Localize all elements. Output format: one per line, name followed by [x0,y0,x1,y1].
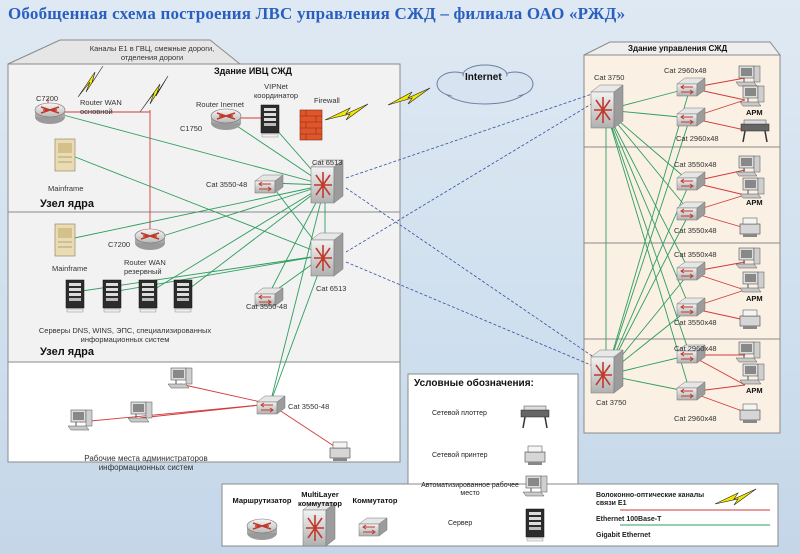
cat3550-4-label: Cat 3550x48 [674,318,717,327]
cat6513-top-label: Cat 6513 [312,158,343,167]
legend-router: Маршрутизатор [232,496,292,505]
core-node-2-label: Узел ядра [40,346,95,358]
cat3750-top-label: Cat 3750 [594,73,625,82]
cat3550-3-label: Cat 3550x48 [674,250,717,259]
internet-label: Internet [465,72,502,83]
arm-label-2: АРМ [746,198,763,207]
arm-label-4: АРМ [746,386,763,395]
cat6513-mid-label: Cat 6513 [316,284,347,293]
firewall-label: Firewall [314,96,340,105]
mainframe-top-label: Mainframe [48,184,84,193]
router-wan-reserve-label: Router WAN резервный [124,258,166,276]
cat2960-4-label: Cat 2960x48 [674,414,717,423]
legend-fiber: Волоконно-оптические каналы связи Е1 [596,492,705,507]
ivc-building-name: Здание ИВЦ СЖД [214,66,292,76]
cat3550-2-label: Cat 3550x48 [674,226,717,235]
cat2960-1-label: Cat 2960x48 [664,66,707,75]
cat2960-2-label: Cat 2960x48 [676,134,719,143]
legend-plotter: Сетевой плоттер [432,410,487,417]
e1-channels-label: Каналы Е1 в ГВЦ, смежные дороги, отделен… [89,44,215,62]
cat3550-mid-label: Cat 3550-48 [246,302,288,311]
vipnet-label: VIPNet координатор [253,82,299,100]
arm-label-1: АРМ [746,108,763,117]
admin-ws-label: Рабочие места администраторов информацио… [84,454,208,472]
page-title: Обобщенная схема построения ЛВС управлен… [8,4,626,23]
cat3550-bottom-label: Cat 3550-48 [288,402,330,411]
arm-label-3: АРМ [746,294,763,303]
legend-workstation: Автоматизированное рабочее место [421,482,519,497]
core-node-1-label: Узел ядра [40,198,95,210]
legend-printer: Сетевой принтер [432,452,488,459]
legend-title: Условные обозначения: [414,378,534,389]
router-wan-main-label: Router WAN основной [80,98,122,116]
cat3750-bottom-label: Cat 3750 [596,398,627,407]
servers-label: Серверы DNS, WINS, ЭПС, специализированн… [38,326,212,344]
legend-gigabit: Gigabit Ethernet [596,532,651,539]
c7200-top-label: C7200 [36,94,59,103]
router-internet-label: Router Inernet [196,100,244,109]
c7200-mid-label: C7200 [108,240,131,249]
legend-switch: Коммутатор [352,496,398,505]
legend-multilayer: MultiLayer коммутатор [298,490,342,508]
cat2960-3-label: Cat 2960x48 [674,344,717,353]
legend-server: Сервер [448,520,473,527]
c1750-label: C1750 [180,124,203,133]
legend-ethernet100: Ethernet 100Base-T [596,516,662,523]
cat3550-top-label: Cat 3550-48 [206,180,248,189]
mgmt-building-name: Здание управления СЖД [628,44,728,53]
cat3550-1-label: Cat 3550x48 [674,160,717,169]
mainframe-mid-label: Mainframe [52,264,88,273]
